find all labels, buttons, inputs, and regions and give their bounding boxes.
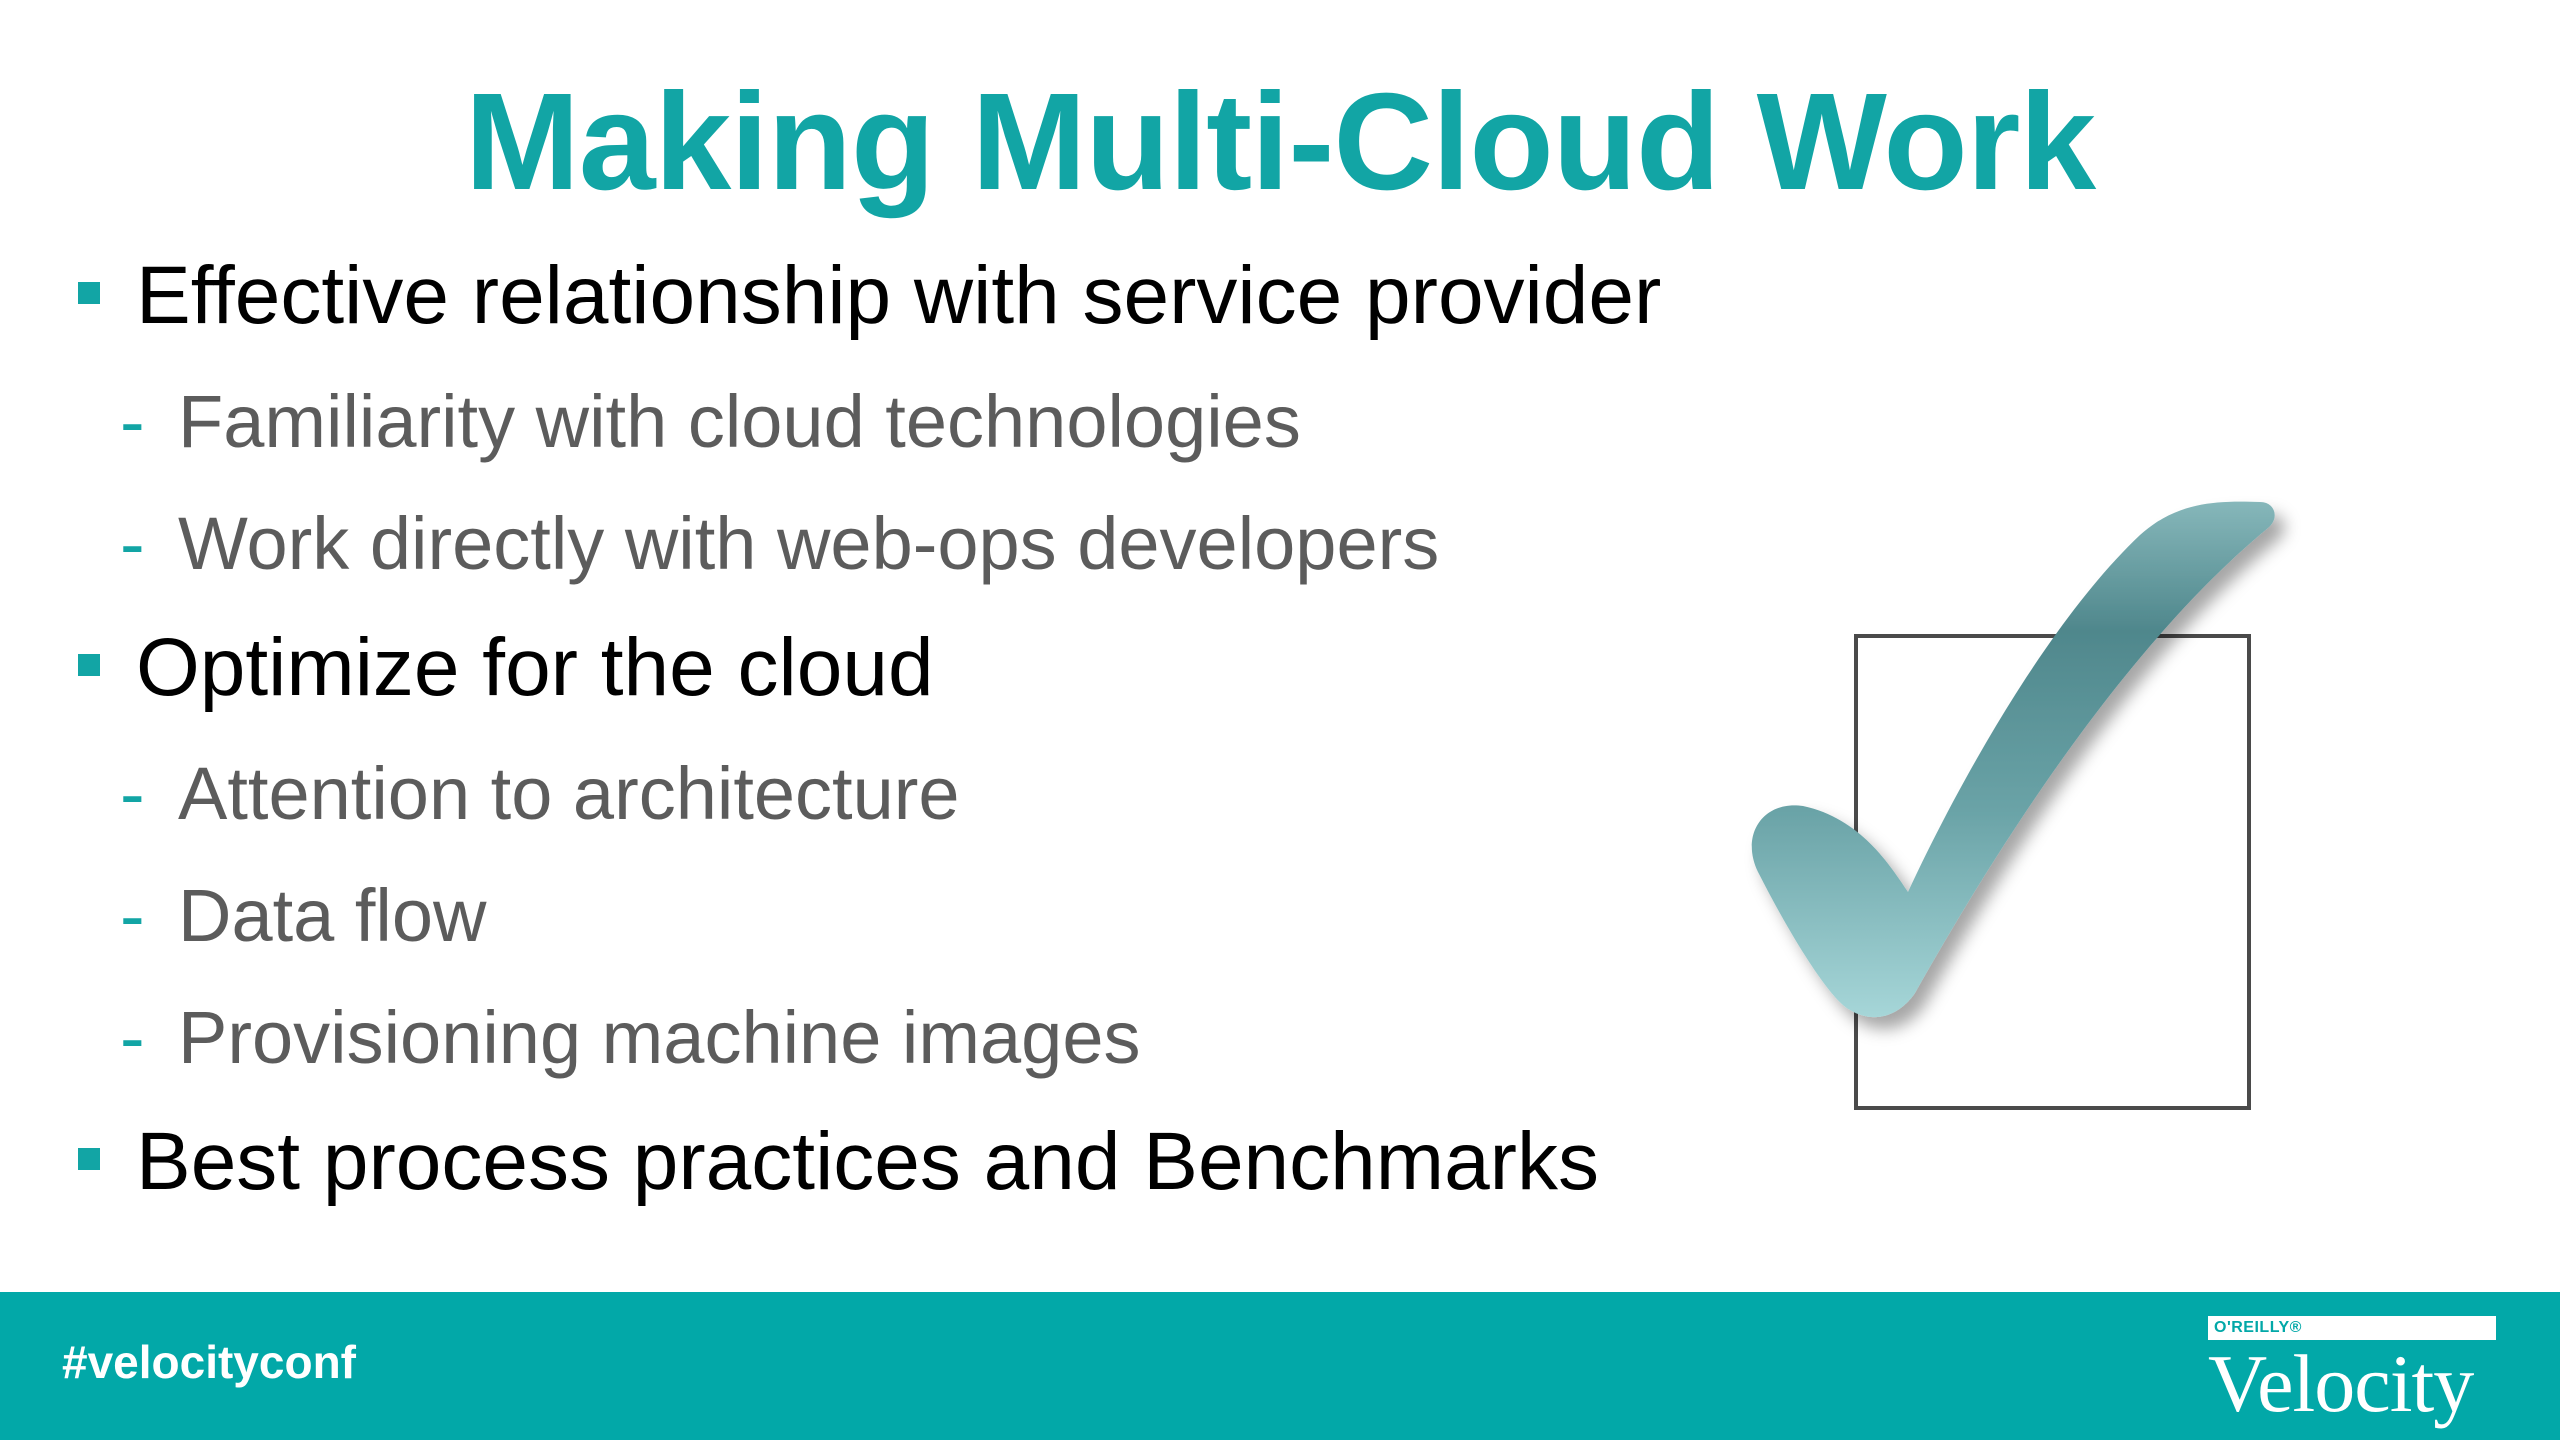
sub-bullet-text: Attention to architecture <box>178 752 960 835</box>
hashtag-label: #velocityconf <box>62 1336 356 1388</box>
square-bullet-icon <box>78 654 100 676</box>
bullet-text: Best process practices and Benchmarks <box>136 1116 1599 1207</box>
square-bullet-icon <box>78 1148 100 1170</box>
bullet-text: Optimize for the cloud <box>136 622 934 713</box>
bullet-list: Effective relationship with service prov… <box>78 250 1662 1207</box>
checkmark-stroke <box>1751 501 2275 1018</box>
sub-bullet-text: Data flow <box>178 874 487 957</box>
dash-bullet-marker: - <box>120 874 145 957</box>
dash-bullet-marker: - <box>120 996 145 1079</box>
checkmark-in-box-icon <box>1751 501 2275 1110</box>
dash-bullet-marker: - <box>120 752 145 835</box>
logo-publisher-text: O'REILLY® <box>2214 1319 2302 1336</box>
square-bullet-icon <box>78 282 100 304</box>
sub-bullet-text: Familiarity with cloud technologies <box>178 380 1301 463</box>
velocity-logo: O'REILLY® Velocity <box>2208 1316 2498 1432</box>
sub-bullet-text: Provisioning machine images <box>178 996 1141 1079</box>
sub-bullet-text: Work directly with web-ops developers <box>178 502 1440 585</box>
dash-bullet-marker: - <box>120 502 145 585</box>
dash-bullet-marker: - <box>120 380 145 463</box>
bullet-text: Effective relationship with service prov… <box>136 250 1662 341</box>
logo-publisher-bar: O'REILLY® <box>2208 1316 2496 1340</box>
slide-title: Making Multi-Cloud Work <box>464 65 2096 219</box>
footer-bar: #velocityconf O'REILLY® Velocity <box>0 1292 2560 1440</box>
logo-product-text: Velocity <box>2208 1338 2474 1429</box>
